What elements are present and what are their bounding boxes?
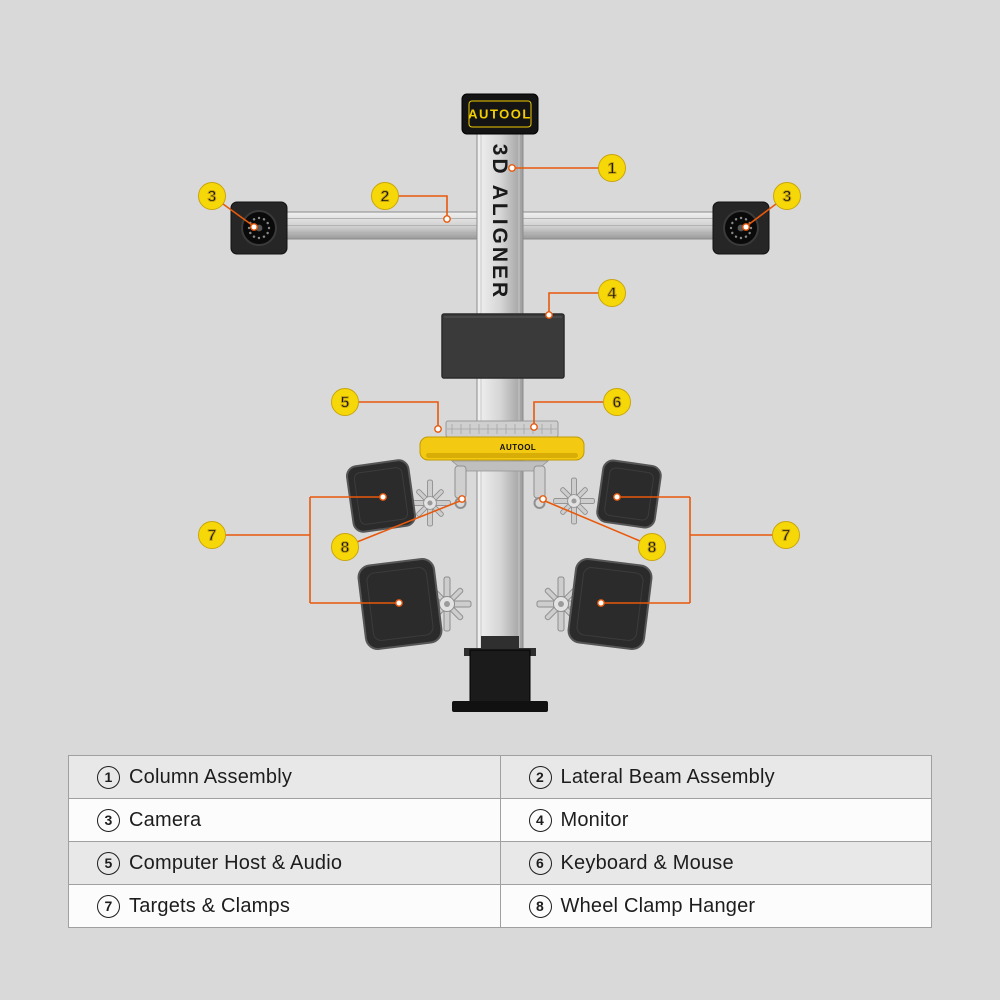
svg-text:4: 4	[608, 286, 617, 303]
legend-num: 1	[97, 765, 120, 789]
legend-label: Targets & Clamps	[129, 894, 291, 917]
legend-table: 1 Column Assembly 2 Lateral Beam Assembl…	[68, 755, 932, 928]
callout-5: 5	[331, 388, 359, 416]
callout-line-4	[548, 292, 598, 312]
legend-num: 2	[528, 765, 552, 789]
callout-2: 2	[371, 182, 399, 210]
callout-line-3-left	[222, 203, 253, 226]
brand-logo: AUTOOL	[461, 93, 539, 135]
camera-right	[712, 201, 770, 255]
legend-num: 7	[97, 894, 120, 918]
legend-item-computer-host-audio: 5 Computer Host & Audio	[69, 842, 501, 885]
legend-item-lateral-beam-assembly: 2 Lateral Beam Assembly	[500, 756, 932, 799]
callout-3-left: 3	[198, 182, 226, 210]
callout-line-3-right	[747, 203, 777, 226]
legend-item-keyboard-mouse: 6 Keyboard & Mouse	[500, 842, 932, 885]
callout-7-left: 7	[198, 521, 226, 549]
callout-line-7-right	[604, 496, 773, 604]
column-label: 3D ALIGNER	[488, 144, 511, 300]
legend-num: 4	[528, 808, 552, 832]
svg-text:7: 7	[208, 528, 217, 545]
callout-line-7-left	[225, 496, 396, 604]
target-lower-right	[567, 558, 653, 650]
callout-1: 1	[598, 154, 626, 182]
keyboard	[445, 420, 559, 438]
callout-line-5	[358, 401, 439, 426]
target-upper-right	[596, 459, 662, 529]
svg-text:5: 5	[341, 395, 350, 412]
legend-item-targets-clamps: 7 Targets & Clamps	[69, 885, 501, 928]
tray-brand-text: AUTOOL	[500, 443, 537, 452]
callouts: 1 2 3 3 4 5 6	[198, 154, 801, 561]
legend-item-camera: 3 Camera	[69, 799, 501, 842]
column: 3D ALIGNER	[476, 127, 524, 661]
svg-text:2: 2	[381, 189, 390, 206]
callout-8-left: 8	[331, 533, 359, 561]
legend-label: Camera	[129, 808, 202, 831]
legend-label: Lateral Beam Assembly	[560, 765, 775, 788]
callout-line-6	[533, 401, 603, 424]
camera-left	[230, 201, 288, 255]
monitor	[441, 313, 565, 379]
callout-line-2	[398, 195, 448, 216]
brand-logo-text: AUTOOL	[468, 107, 532, 122]
svg-text:7: 7	[782, 528, 791, 545]
callout-line-8-left	[356, 500, 461, 543]
callout-lines	[222, 167, 777, 604]
legend-item-column-assembly: 1 Column Assembly	[69, 756, 501, 799]
clamp-upper-right	[553, 477, 595, 525]
svg-text:8: 8	[648, 540, 657, 557]
svg-text:6: 6	[613, 395, 622, 412]
svg-text:3: 3	[783, 189, 792, 206]
svg-text:8: 8	[341, 540, 350, 557]
aligner-diagram: 3D ALIGNER AUTOOL AUTOOL	[198, 93, 801, 712]
callout-line-8-right	[544, 500, 641, 542]
callout-6: 6	[603, 388, 631, 416]
callout-3-right: 3	[773, 182, 801, 210]
legend-num: 8	[528, 894, 552, 918]
callout-dots	[250, 164, 750, 607]
legend-num: 3	[97, 808, 120, 832]
base	[452, 636, 548, 712]
legend-label: Wheel Clamp Hanger	[560, 894, 756, 917]
svg-text:1: 1	[608, 161, 617, 178]
callout-4: 4	[598, 279, 626, 307]
legend-num: 5	[97, 851, 120, 875]
legend-label: Computer Host & Audio	[129, 851, 343, 874]
keyboard-tray: AUTOOL	[419, 436, 585, 472]
svg-text:3: 3	[208, 189, 217, 206]
legend-label: Keyboard & Mouse	[560, 851, 734, 874]
callout-8-right: 8	[638, 533, 666, 561]
legend-label: Monitor	[560, 808, 629, 831]
legend-item-monitor: 4 Monitor	[500, 799, 932, 842]
legend-label: Column Assembly	[129, 765, 293, 788]
legend-item-wheel-clamp-hanger: 8 Wheel Clamp Hanger	[500, 885, 932, 928]
callout-7-right: 7	[772, 521, 800, 549]
legend-num: 6	[528, 851, 552, 875]
